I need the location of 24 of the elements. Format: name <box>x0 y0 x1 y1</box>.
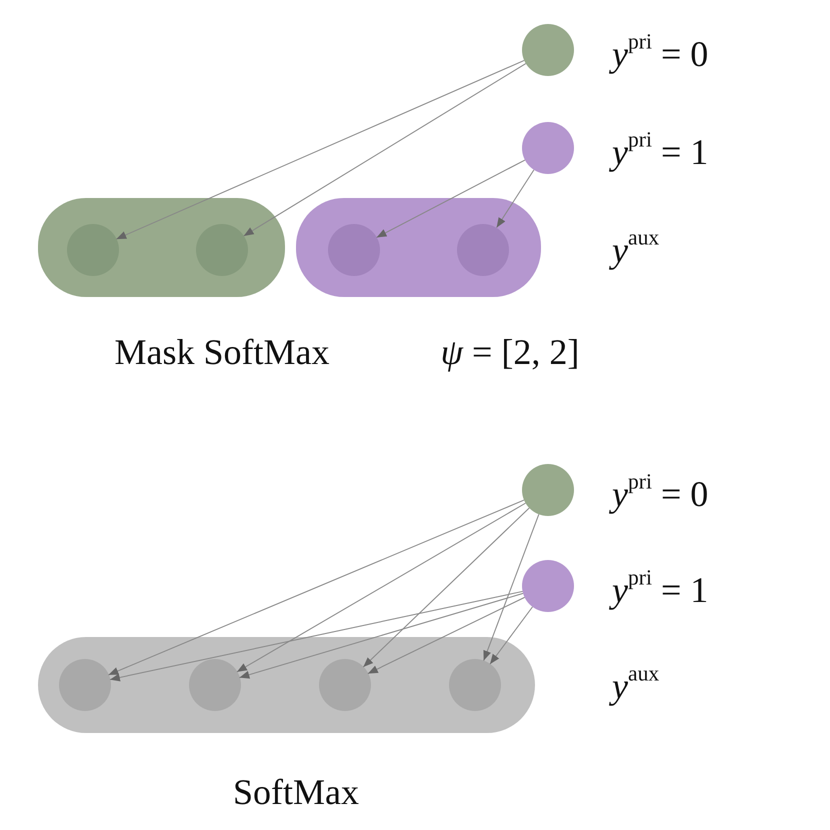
circle-node <box>522 560 574 612</box>
arrow <box>108 500 525 676</box>
arrow <box>376 160 526 238</box>
arrow <box>116 60 525 240</box>
arrow <box>490 606 533 665</box>
circle-node <box>522 122 574 174</box>
arrow <box>109 590 524 682</box>
caption: Mask SoftMax <box>114 334 330 370</box>
circle-node <box>522 24 574 76</box>
arrow <box>236 502 526 672</box>
circle-node <box>318 659 370 711</box>
circle-node <box>58 659 110 711</box>
caption: SoftMax <box>233 774 359 810</box>
arrow <box>496 169 534 228</box>
arrow <box>243 63 526 236</box>
arrow <box>238 592 524 679</box>
arrow <box>483 514 540 662</box>
circle-node <box>456 224 508 276</box>
circle-node <box>522 464 574 516</box>
arrow <box>362 508 530 668</box>
equation-label: ψ = [2, 2] <box>440 334 580 370</box>
arrow <box>367 596 526 674</box>
circle-node <box>188 659 240 711</box>
circle-node <box>448 659 500 711</box>
